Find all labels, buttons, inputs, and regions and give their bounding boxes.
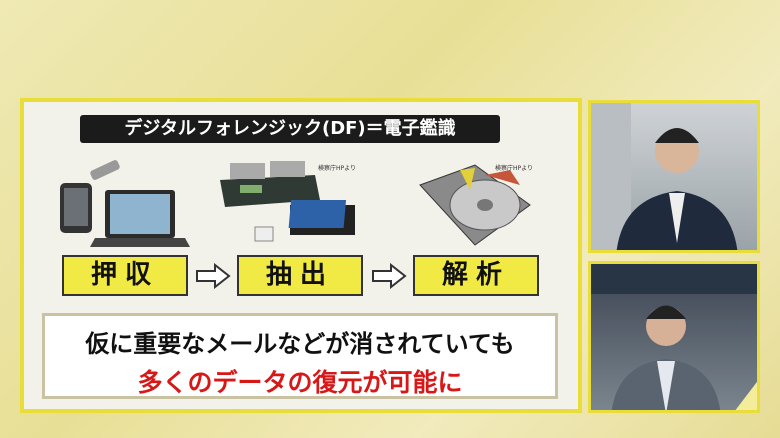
extraction-devices-illustration xyxy=(220,161,355,242)
message-line-1: 仮に重要なメールなどが消されていても xyxy=(85,330,515,358)
seized-devices-illustration xyxy=(60,160,190,247)
arrow-right-icon xyxy=(372,263,407,289)
step-seizure: 押収 xyxy=(62,255,188,296)
message-box: 仮に重要なメールなどが消されていても 多くのデータの復元が可能に xyxy=(42,313,558,399)
step-extraction: 抽出 xyxy=(237,255,363,296)
image-credit: 検察庁HPより xyxy=(318,165,357,172)
commentator-silhouette xyxy=(591,264,757,410)
anchor-silhouette xyxy=(591,103,738,250)
message-line-2: 多くのデータの復元が可能に xyxy=(137,368,463,397)
graphic-title: デジタルフォレンジック(DF)＝電子鑑識 xyxy=(80,115,500,143)
arrow-right-icon xyxy=(196,263,231,289)
anchor-video-feed xyxy=(588,100,760,253)
commentator-video-feed xyxy=(588,261,760,413)
step-analysis: 解析 xyxy=(413,255,539,296)
hard-disk-illustration xyxy=(419,164,531,246)
image-credit: 検察庁HPより xyxy=(495,165,534,172)
